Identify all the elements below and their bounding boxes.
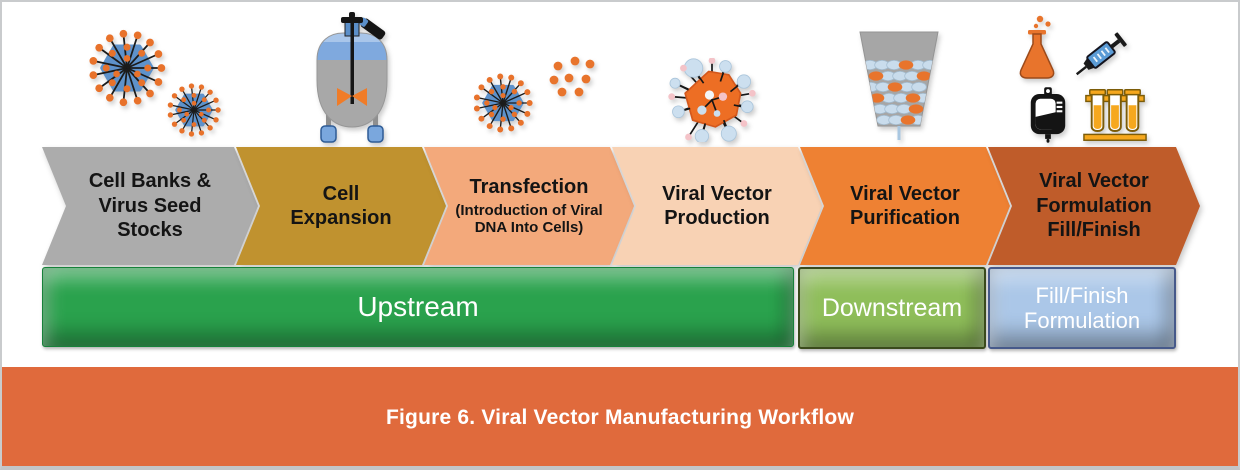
phase-bar-fill-finish-formulation: Fill/Finish Formulation [988,267,1176,349]
bioreactor-icon [316,12,388,143]
phase-label: Upstream [357,290,479,322]
purification-funnel-icon [859,31,939,140]
stage-subtitle: (Introduction of Viral DNA Into Cells) [455,201,603,237]
stage-chevron-purification: Viral Vector Purification [800,147,1010,265]
adenovirus-large-icon [87,28,167,108]
phase-bar-upstream: Upstream [42,267,794,347]
viral-particle-icon [668,58,756,142]
stage-chevron-transfection: Transfection (Introduction of Viral DNA … [424,147,634,265]
dna-dots-icon [549,56,595,97]
stage-title: Viral Vector Purification [849,182,960,229]
stage-title: Viral Vector Production [662,182,772,229]
phase-bar-downstream: Downstream [798,267,986,349]
test-tubes-icon [1083,89,1147,141]
figure-caption: Figure 6. Viral Vector Manufacturing Wor… [386,405,854,429]
adenovirus-transfection-icon [472,72,534,134]
stage-chevron-production: Viral Vector Production [612,147,822,265]
stage-chevron-cell-expansion: Cell Expansion [236,147,446,265]
adenovirus-small-icon [166,82,222,138]
stage-title: Transfection [469,176,589,199]
stage-chevron-fill-finish: Viral Vector Formulation Fill/Finish [988,147,1200,265]
figure-caption-band: Figure 6. Viral Vector Manufacturing Wor… [2,367,1238,466]
flask-icon [1019,15,1055,79]
stage-title: Cell Banks & Virus Seed Stocks [88,170,212,242]
stage-chevron-cell-banks: Cell Banks & Virus Seed Stocks [42,147,258,265]
stage-title: Cell Expansion [290,182,392,229]
phase-label: Downstream [821,293,963,322]
phase-label: Fill/Finish Formulation [1023,282,1141,333]
syringe-icon [1075,32,1127,76]
stage-title: Viral Vector Formulation Fill/Finish [1036,170,1152,242]
iv-bag-icon [1030,87,1066,143]
